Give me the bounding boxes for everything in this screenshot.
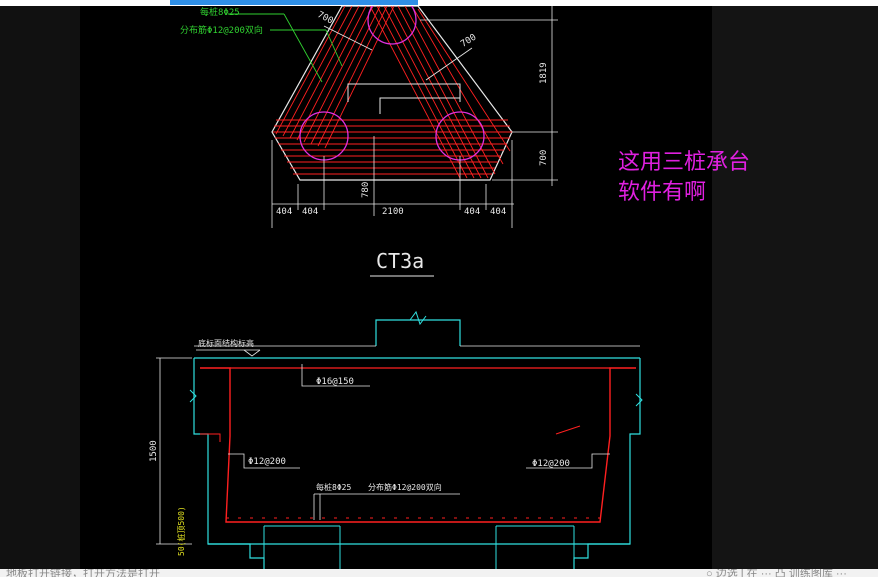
pile-cap-plan xyxy=(228,6,558,277)
footer-right-text[interactable]: ○ 边选 | 在 ··· 凸 训练图库 ··· xyxy=(706,569,847,577)
label-phi12-left: Φ12@200 xyxy=(248,457,286,467)
dim-404-1: 404 xyxy=(276,207,292,217)
section-main-rebar xyxy=(200,367,636,523)
comment-line-1: 这用三桩承台 xyxy=(618,150,751,175)
cap-outline xyxy=(271,6,513,181)
label-top-rebar-1: 每桩8Φ25 xyxy=(200,6,240,18)
pile-circle-top xyxy=(367,6,417,45)
rebar-band-bottom xyxy=(273,119,512,175)
footer-left-text[interactable]: 地板打开链接，打开方法是打开 xyxy=(6,569,160,577)
label-top-rebar-2: 分布筋Φ12@200双向 xyxy=(180,24,263,36)
cad-drawing: 每桩8Φ25 分布筋Φ12@200双向 700 700 1819 700 780… xyxy=(149,6,643,569)
leader-lines xyxy=(228,13,343,83)
drawing-title: CT3a xyxy=(376,249,424,273)
pile-cap-section xyxy=(156,310,643,569)
label-bottom-rebar-2: 分布筋Φ12@200双向 xyxy=(368,482,442,492)
dim-404-4: 404 xyxy=(490,207,506,217)
bottom-bar: 地板打开链接，打开方法是打开 ○ 边选 | 在 ··· 凸 训练图库 ··· xyxy=(0,569,878,577)
dim-700-c: 700 xyxy=(539,150,549,166)
right-margin xyxy=(712,6,878,569)
dim-1819: 1819 xyxy=(539,62,549,84)
label-phi12-right: Φ12@200 xyxy=(532,459,570,469)
dim-700-b: 700 xyxy=(459,33,478,50)
dim-right xyxy=(420,6,558,186)
top-bar-accent xyxy=(170,0,418,5)
dim-780: 780 xyxy=(361,182,371,198)
rebar-band-left xyxy=(275,6,395,149)
dim-1500: 1500 xyxy=(149,440,159,462)
label-phi16: Φ16@150 xyxy=(316,377,354,387)
cad-drawing-canvas: 每桩8Φ25 分布筋Φ12@200双向 700 700 1819 700 780… xyxy=(80,6,712,569)
comment-line-2: 软件有啊 xyxy=(618,180,707,205)
dim-404-2: 404 xyxy=(302,207,318,217)
label-section-top: 底标面结构标高 xyxy=(198,338,254,348)
label-bottom-rebar-1: 每桩8Φ25 xyxy=(316,482,351,492)
annotation-comment: 这用三桩承台 软件有啊 xyxy=(618,148,818,208)
pile-circle-right xyxy=(435,111,485,161)
dim-bottom xyxy=(271,140,514,228)
left-margin xyxy=(0,6,80,569)
dim-side: 50(桩顶500) xyxy=(176,506,186,556)
rebar-band-right xyxy=(369,6,511,179)
top-bar xyxy=(0,0,878,6)
dim-2100: 2100 xyxy=(382,207,404,217)
dim-404-3: 404 xyxy=(464,207,480,217)
